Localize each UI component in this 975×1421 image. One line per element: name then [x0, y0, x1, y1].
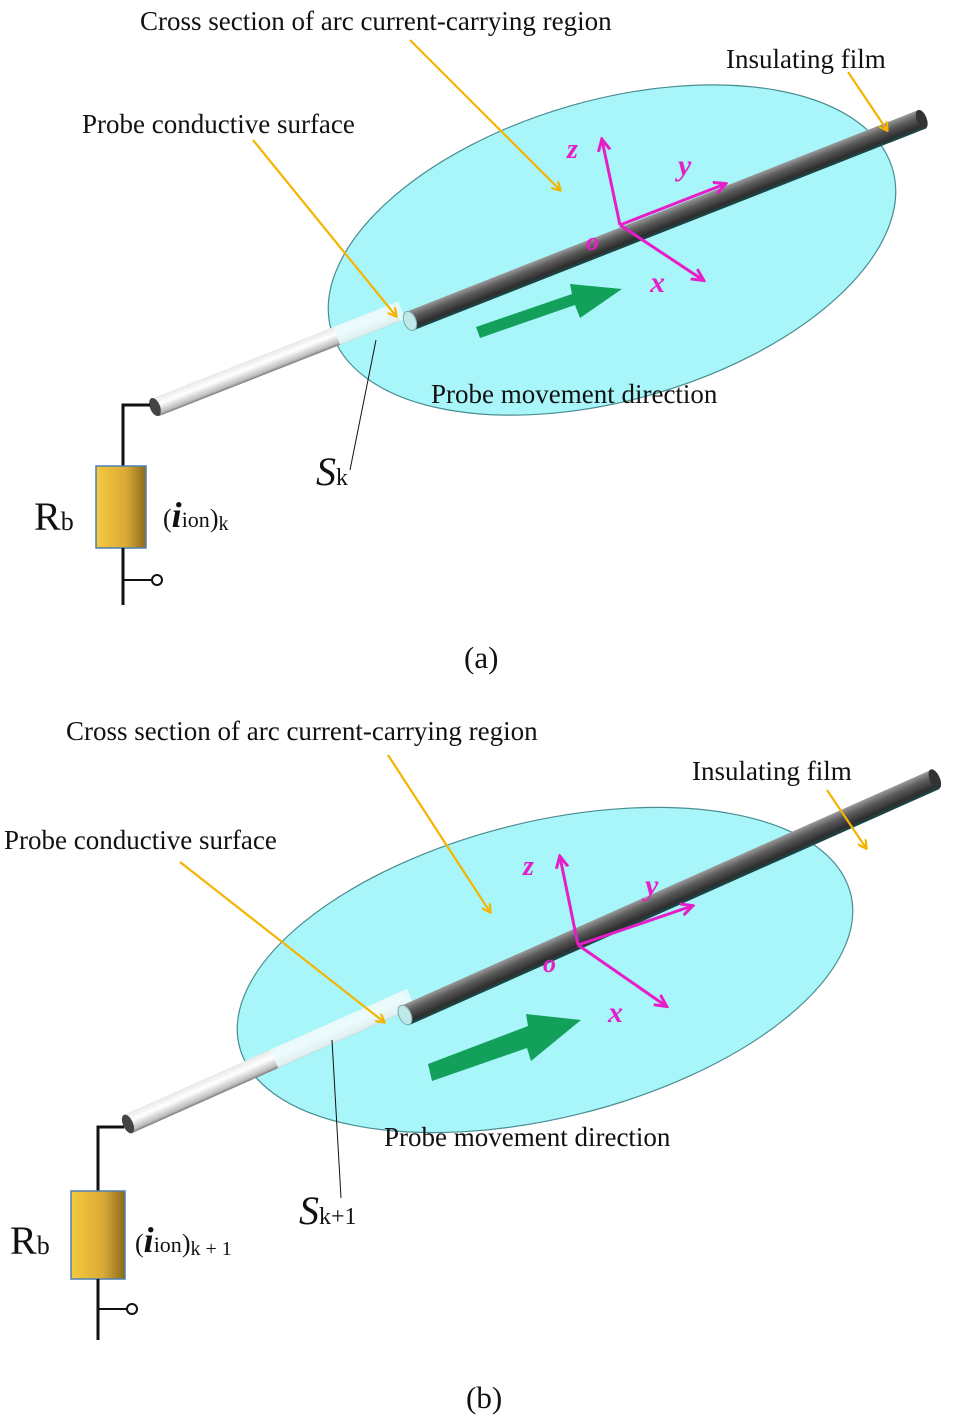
label-probe-surface: Probe conductive surface — [82, 109, 355, 139]
label-insulating-film: Insulating film — [692, 756, 852, 786]
panel-a: z y x o Cross section of arc current-car… — [34, 6, 928, 675]
label-ion-current: (iion)k + 1 — [135, 1220, 232, 1260]
label-s: Sk+1 — [299, 1188, 357, 1233]
label-ion-current: (iion)k — [163, 495, 228, 535]
label-cross-section: Cross section of arc current-carrying re… — [140, 6, 612, 36]
coordinate-axes: z y x o — [522, 851, 692, 1029]
leader-cross-section — [387, 754, 490, 912]
probe-rod-film — [402, 109, 928, 332]
coordinate-axes: z y x o — [566, 134, 725, 299]
label-rb: Rb — [34, 494, 74, 539]
terminal-node — [126, 1303, 138, 1315]
axis-y-label: y — [675, 149, 692, 182]
label-movement: Probe movement direction — [384, 1122, 671, 1152]
origin-label: o — [586, 227, 599, 256]
caption-b: (b) — [466, 1380, 502, 1415]
probe-rod-insulated — [121, 988, 416, 1134]
leader-cross-section — [409, 39, 560, 190]
axis-y-label: y — [642, 869, 659, 902]
label-probe-surface: Probe conductive surface — [4, 825, 277, 855]
leader-probe-surface — [252, 139, 396, 316]
leader-probe-surface — [179, 861, 384, 1022]
panel-b: z y x o Cross section of arc current-car… — [4, 716, 942, 1415]
probe-rod-film — [397, 769, 942, 1026]
caption-a: (a) — [464, 640, 498, 675]
axis-z-label: z — [566, 134, 578, 165]
origin-label: o — [543, 949, 556, 978]
label-movement: Probe movement direction — [431, 379, 718, 409]
label-insulating-film: Insulating film — [726, 44, 886, 74]
leader-sk — [349, 339, 377, 471]
label-cross-section: Cross section of arc current-carrying re… — [66, 716, 538, 746]
resistor-rb — [70, 1190, 126, 1280]
axis-z-label: z — [522, 851, 534, 882]
label-rb: Rb — [10, 1218, 50, 1263]
resistor-rb — [95, 465, 147, 549]
leader-insulating-film — [847, 71, 887, 130]
terminal-node — [151, 574, 163, 586]
probe-conductive-surface — [270, 988, 416, 1069]
movement-direction-arrow — [476, 284, 622, 338]
leader-insulating-film — [826, 789, 866, 848]
axis-x-label: x — [607, 996, 623, 1029]
movement-direction-arrow — [428, 1014, 581, 1081]
label-s: Sk — [316, 449, 348, 494]
axis-x-label: x — [649, 266, 665, 299]
circuit — [70, 1125, 138, 1340]
leader-sk1 — [331, 1039, 342, 1199]
circuit — [95, 403, 163, 605]
